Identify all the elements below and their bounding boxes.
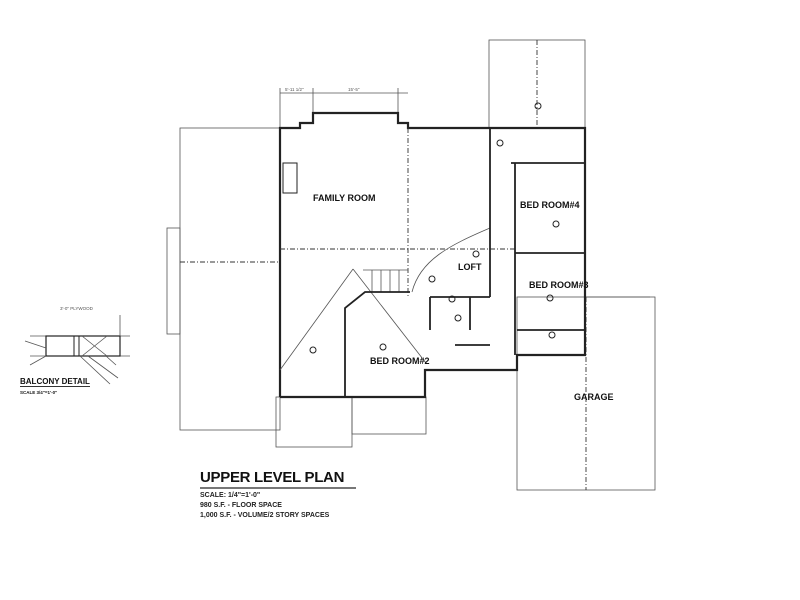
dimension-top-left: 5'-11 1/2"	[285, 87, 304, 92]
bottom-roof-outline-right	[351, 396, 427, 435]
diagonal-line	[279, 268, 354, 371]
room-label-family-room: FAMILY ROOM	[313, 193, 376, 203]
balcony-note: 3'-0" PLYWOOD	[60, 306, 94, 311]
plan-scale: SCALE: 1/4"=1'-0"	[200, 492, 261, 499]
room-label-bed-room-3: BED ROOM#3	[529, 280, 589, 290]
room-label-bed-room-2: BED ROOM#2	[370, 356, 430, 366]
light-fixtures	[309, 102, 560, 354]
fireplace	[282, 162, 298, 194]
dimension-top-right: 15'-5"	[348, 87, 360, 92]
plan-floor-space: 980 S.F. - FLOOR SPACE	[200, 502, 282, 509]
exterior-walls	[278, 111, 587, 399]
balcony-detail-title: BALCONY DETAIL	[20, 377, 90, 387]
plan-title: UPPER LEVEL PLAN	[200, 470, 357, 489]
balcony-detail-drawing	[24, 315, 130, 385]
left-roof-notch	[166, 227, 181, 335]
bottom-roof-outline-left	[275, 396, 353, 448]
room-label-bed-room-4: BED ROOM#4	[520, 200, 580, 210]
balcony-detail-scale: SCALE 3/4"=1'-0"	[20, 390, 58, 395]
interior-walls	[344, 128, 585, 397]
stairs	[363, 269, 408, 292]
diagonal-line	[352, 268, 427, 364]
room-label-loft: LOFT	[458, 262, 482, 272]
left-roof-outline	[179, 127, 281, 431]
plan-volume-space: 1,000 S.F. - VOLUME/2 STORY SPACES	[200, 512, 330, 519]
loft-curve	[411, 227, 491, 293]
room-label-garage: GARAGE	[574, 392, 614, 402]
